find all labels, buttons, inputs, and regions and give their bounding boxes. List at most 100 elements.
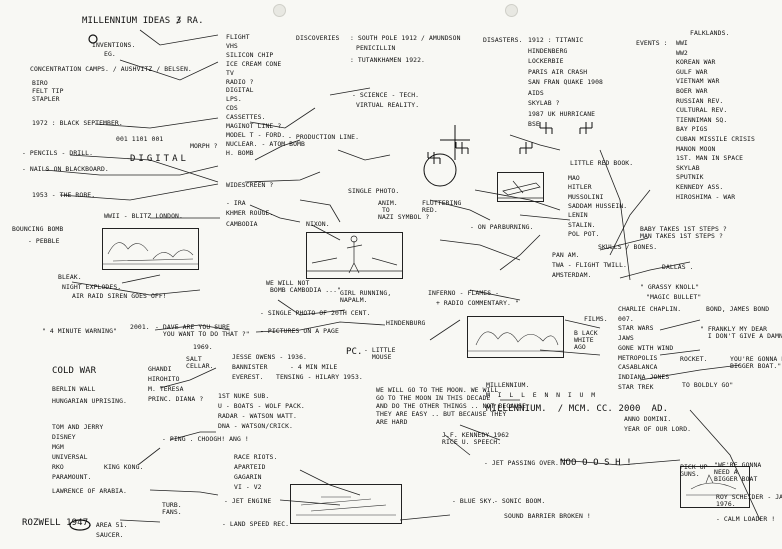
label-year-lord: YEAR OF OUR LORD. xyxy=(624,425,692,433)
label-virtual: VIRTUAL REALITY. xyxy=(356,101,420,109)
film-item: JAWS xyxy=(618,334,634,343)
label-pick-up: PICK UP GUNS. xyxy=(680,463,708,478)
misc-item: FELT TIP xyxy=(32,87,64,95)
label-land-speed: - LAND SPEED REC. xyxy=(222,520,290,528)
label-inventions: INVENTIONS. xyxy=(92,41,136,49)
misc-item: BIRO xyxy=(32,79,48,87)
invention-item: RADIO ? xyxy=(226,77,254,86)
film-item: 007. xyxy=(618,314,634,323)
sketch-blitz-frame xyxy=(102,228,199,270)
label-pictures: - PICTURES ON A PAGE xyxy=(260,327,339,335)
event-item: TIENNIMAN SQ. xyxy=(676,115,728,124)
history-item: APARTEID xyxy=(234,463,266,471)
label-millennium-spaced: M I L L E N N I U M xyxy=(486,391,598,399)
label-blitz: WWII - BLITZ LONDON. xyxy=(104,212,183,220)
label-pebble: - PEBBLE xyxy=(28,237,60,245)
label-1969: 1969. xyxy=(193,343,213,351)
sketch-boat-frame xyxy=(680,466,750,508)
label-four-min: " 4 MINUTE WARNING" xyxy=(42,327,118,335)
event-item: MANON MOON xyxy=(676,144,716,153)
history-item: RACE RIOTS. xyxy=(234,453,278,461)
label-dallas: DALLAS . xyxy=(662,263,694,271)
label-radio-comm: + RADIO COMMENTARY. " xyxy=(436,299,519,307)
label-2001: 2001. xyxy=(130,323,150,331)
label-mgm: MGM xyxy=(52,443,64,451)
label-saucer: SAUCER. xyxy=(96,531,124,539)
event-item: SPUTNIK xyxy=(676,173,704,182)
label-sonic: - SONIC BOOM. xyxy=(494,497,546,505)
label-robe: 1953 - THE ROBE. xyxy=(32,191,96,199)
sketch-jet-frame xyxy=(290,484,402,524)
dictator-item: MAO xyxy=(568,174,580,182)
label-eg: EG. xyxy=(104,50,116,58)
label-bond: BOND, JAMES BOND xyxy=(706,305,770,313)
person-item: M. TERESA xyxy=(148,385,184,393)
event-item: GULF WAR xyxy=(676,67,708,76)
label-tensing: TENSING - HILARY 1953. xyxy=(276,373,363,381)
invention-item: DIGITAL xyxy=(226,86,254,95)
label-to-boldly: TO BOLDLY GO" xyxy=(682,381,734,389)
label-air-raid: AIR RAID SIREN GOES OFF! xyxy=(72,292,167,300)
label-paramount: PARAMOUNT. xyxy=(52,473,92,481)
label-jet: - JET ENGINE xyxy=(224,497,272,505)
film-item: CASABLANCA xyxy=(618,363,658,372)
label-salt: SALT CELLAR. xyxy=(186,355,214,370)
label-black-white: B LACK WHITE AGO xyxy=(574,329,598,351)
label-single-photo: SINGLE PHOTO. xyxy=(348,187,400,195)
binder-hole xyxy=(273,4,286,17)
person-item: GHANDI xyxy=(148,365,172,373)
label-morph: MORPH ? xyxy=(190,142,218,150)
disaster-item: LOCKERBIE xyxy=(528,57,564,65)
history-item: GAGARIN xyxy=(234,473,262,481)
label-on-par: - ON PAR. xyxy=(470,223,506,231)
disaster-item: AIDS xyxy=(528,88,544,97)
label-four-min-mile: - 4 MIN MILE xyxy=(290,363,338,371)
dictator-item: STALIN. xyxy=(568,220,596,229)
label-little-mouse: - LITTLE MOUSE xyxy=(364,346,396,361)
label-twa: TWA - FLIGHT TWILL. xyxy=(552,261,628,269)
label-area51: - AREA 51. xyxy=(88,521,128,529)
event-item: BOER WAR xyxy=(676,87,708,95)
label-jet-pass: - JET PASSING OVER. xyxy=(484,459,560,467)
sheet-code: / RA. xyxy=(176,16,204,26)
label-rko: RKO xyxy=(52,463,64,471)
dictator-item: MUSSOLINI xyxy=(568,192,604,201)
label-pc: PC. xyxy=(346,347,363,357)
label-noosh: NOO O O S H ! xyxy=(560,458,632,468)
film-item: INDIANA JONES xyxy=(618,372,670,381)
disaster-item: BSE xyxy=(528,120,540,128)
film-item: CHARLIE CHAPLIN. xyxy=(618,305,682,313)
film-item: GONE WITH WIND xyxy=(618,343,674,352)
sketch-plane-frame xyxy=(497,172,544,202)
disaster-item: PARIS AIR CRASH xyxy=(528,67,588,76)
label-roswell: ROZWELL 1947 xyxy=(22,518,89,528)
label-king-kong: KING KONG. xyxy=(104,463,144,471)
label-amsterdam: AMSTERDAM. xyxy=(552,271,592,279)
label-camps: CONCENTRATION CAMPS. / AUSHVITZ / BELSEN… xyxy=(30,65,192,73)
tech-item: 1ST NUKE SUB. xyxy=(218,392,270,400)
tech-item: U - BOATS - WOLF PACK. xyxy=(218,402,305,410)
invention-item: MODEL T - FORD. xyxy=(226,130,286,139)
label-frankly: " FRANKLY MY DEAR I DON'T GIVE A DAMN." xyxy=(700,325,782,340)
label-skulls: SKULLS / BONES. xyxy=(598,243,658,251)
label-science: - SCIENCE - TECH. xyxy=(352,91,420,99)
event-item: KENNEDY ASS. xyxy=(676,183,724,191)
label-pencils: - PENCILS - DRILL. xyxy=(22,149,94,157)
event-item: VIETNAM WAR xyxy=(676,77,720,86)
label-need-boat: YOU'RE GONNA NEED A BIGGER BOAT." xyxy=(730,355,782,370)
label-hindenburg: HINDENBURG xyxy=(386,319,426,327)
label-films: FILMS. xyxy=(584,315,608,323)
invention-item: FLIGHT xyxy=(226,33,250,41)
label-were-gonna: "WE'RE GONNA NEED A BIGGER BOAT xyxy=(714,461,762,483)
label-production: - PRODUCTION LINE. xyxy=(288,133,360,141)
label-dave: - DAVE ARE YOU SURE YOU WANT TO DO THAT … xyxy=(155,323,250,338)
label-khmer: KHMER ROUGE. xyxy=(226,209,274,217)
film-item: METROPOLIS xyxy=(618,353,658,362)
label-ping: - PING . CHOOGH! ANG ! xyxy=(162,435,249,443)
invention-item: CDs xyxy=(226,104,238,113)
label-magic: "MAGIC BULLET" xyxy=(646,293,702,301)
label-jfk: J.F. KENNEDY 1962 RICE U. SPEECH. xyxy=(442,431,510,446)
label-penicillin: PENICILLIN xyxy=(356,44,396,52)
